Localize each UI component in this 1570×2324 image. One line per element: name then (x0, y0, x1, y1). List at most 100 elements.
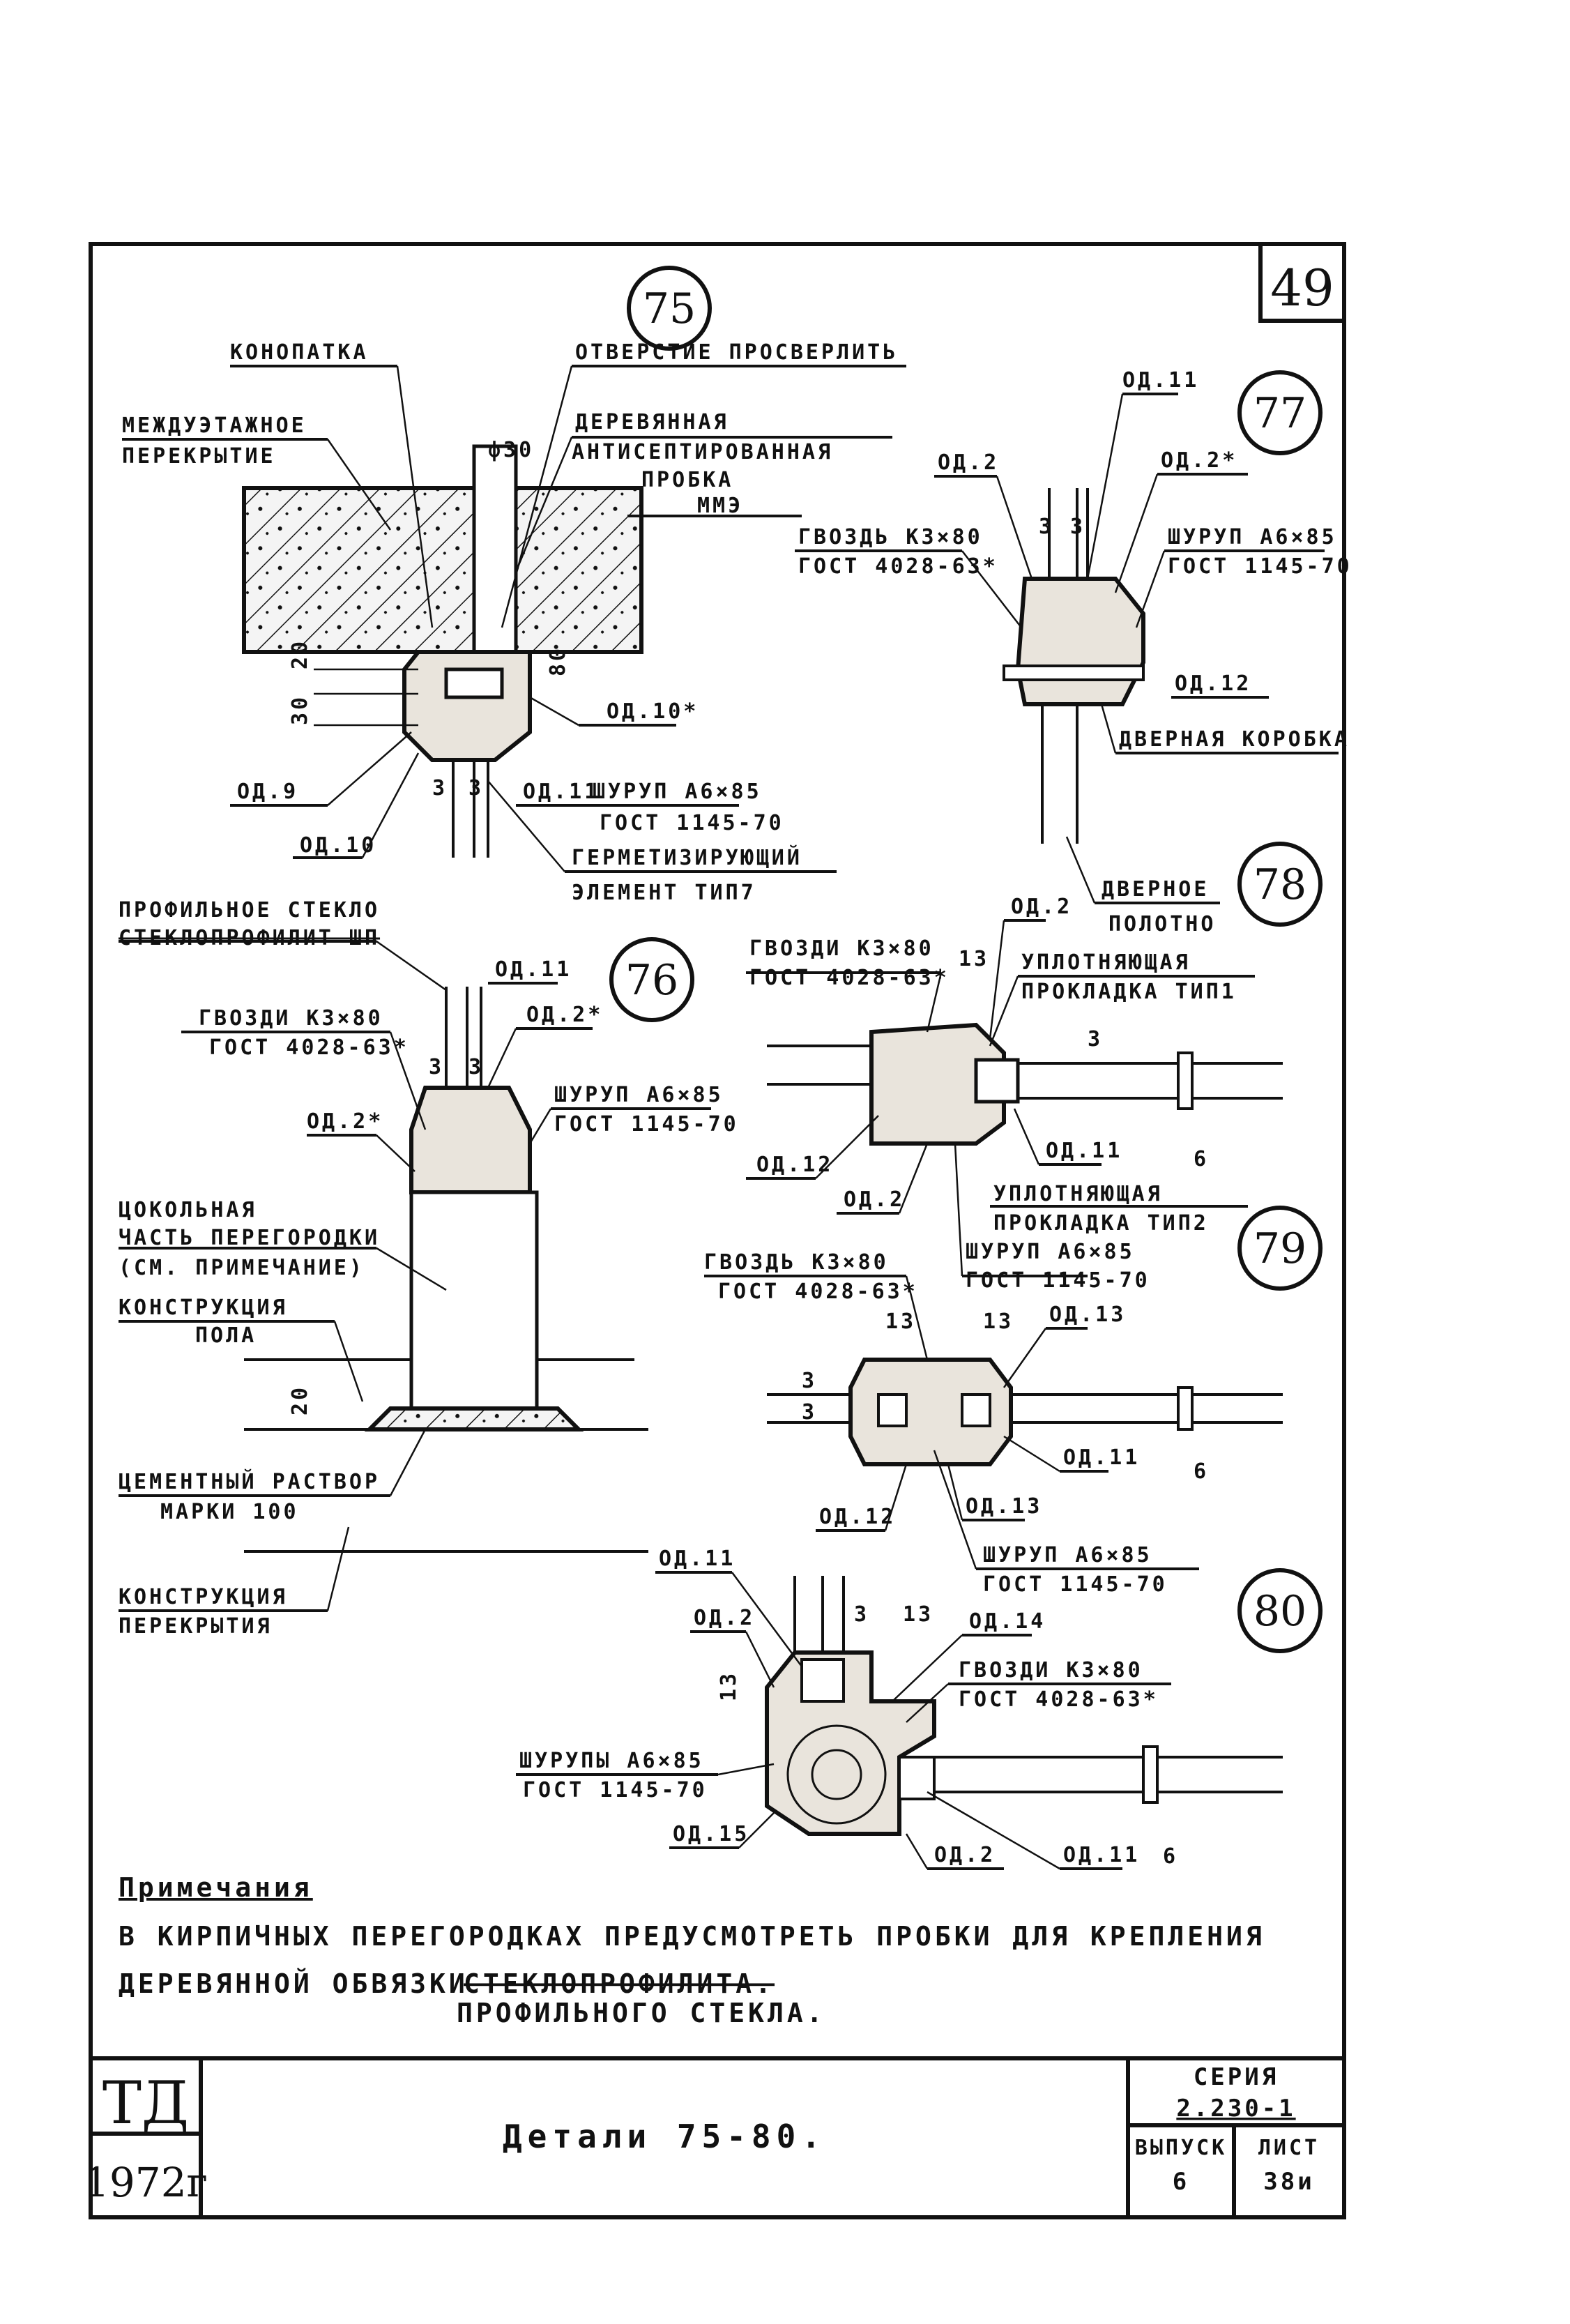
label-75-konopatka: КОНОПАТКА (230, 340, 369, 365)
label-79-screw-gost: ГОСТ 1145-70 (983, 1572, 1168, 1597)
series-label: СЕРИЯ (1194, 2063, 1279, 2091)
label-79-od11: ОД.11 (1063, 1445, 1140, 1470)
detail-77: 77 ОД.11 ОД.2 ОД.2* ГВОЗДЬ К3×80 ГОСТ 40… (795, 368, 1352, 936)
issue-value: 6 (1173, 2168, 1189, 2196)
label-75-plug-3: ПРОБКА (641, 468, 733, 492)
dim-80-13a: 13 (903, 1602, 933, 1627)
dim-80-13b: 13 (717, 1671, 741, 1701)
sheet-value: 38и (1263, 2168, 1314, 2196)
label-76-plinth-3: (СМ. ПРИМЕЧАНИЕ) (119, 1256, 365, 1280)
wood-profile-76 (409, 1086, 532, 1194)
label-77-nail: ГВОЗДЬ К3×80 (798, 525, 983, 549)
dim-76-20: 20 (288, 1385, 312, 1415)
detail-77-marker (1237, 370, 1323, 455)
label-75-od11: ОД.11 (523, 780, 600, 804)
dim-75-80: 80 (546, 646, 570, 676)
detail-77-number: 77 (1253, 389, 1306, 438)
label-80-od11a: ОД.11 (659, 1547, 736, 1571)
notes-line-3: ПРОФИЛЬНОГО СТЕКЛА. (457, 1998, 826, 2028)
label-80-od2b: ОД.2 (934, 1843, 996, 1867)
label-79-od13a: ОД.13 (1049, 1302, 1126, 1327)
label-75-slab-2: ПЕРЕКРЫТИЕ (122, 444, 276, 469)
dim-79-3b: 3 (802, 1400, 817, 1425)
notes-line-2a: ДЕРЕВЯННОЙ ОБВЯЗКИ (119, 1968, 468, 1999)
label-75-screw: ШУРУП А6×85 (593, 780, 762, 804)
label-78-nail-gost: ГОСТ 4028-63* (749, 966, 950, 990)
notes-line-1: В КИРПИЧНЫХ ПЕРЕГОРОДКАХ ПРЕДУСМОТРЕТЬ П… (119, 1921, 1265, 1952)
label-75-drill: ОТВЕРСТИЕ ПРОСВЕРЛИТЬ (575, 340, 898, 365)
label-78-od11: ОД.11 (1046, 1139, 1122, 1163)
detail-79: 79 ГВОЗДЬ К3×80 ГОСТ 4028-63* ОД.13 ОД.1… (704, 1206, 1323, 1597)
label-80-nail-gost: ГОСТ 4028-63* (959, 1687, 1159, 1712)
detail-75: 75 КОНОПАТКА ОТВЕРСТИЕ ПРОСВЕ (122, 266, 906, 905)
label-80-od15: ОД.15 (673, 1822, 749, 1846)
label-75-mms: ММЭ (697, 494, 743, 518)
dim-79-13a: 13 (885, 1309, 916, 1334)
label-80-nail: ГВОЗДИ К3×80 (959, 1658, 1143, 1683)
label-77-od12: ОД.12 (1175, 671, 1251, 696)
label-77-nail-gost: ГОСТ 4028-63* (798, 554, 998, 579)
label-76-slab-2: ПЕРЕКРЫТИЯ (119, 1614, 273, 1639)
dim-76-3b: 3 (468, 1055, 484, 1079)
dim-75-20: 20 (288, 639, 312, 669)
label-76-screw: ШУРУП А6×85 (554, 1083, 724, 1107)
dim-75-d30: ф30 (488, 438, 534, 462)
label-78-od12: ОД.12 (756, 1153, 833, 1177)
detail-76: 76 ПРОФИЛЬНОЕ СТЕКЛО СТЕКЛОПРОФИЛИТ ШП О (119, 898, 736, 1639)
label-78-gasket1-2: ПРОКЛАДКА ТИП1 (1021, 980, 1237, 1004)
detail-78: 78 ОД.2 ГВОЗДИ К3×80 ГОСТ 4028-63* УПЛОТ… (746, 842, 1323, 1293)
label-75-od10s: ОД.10* (607, 699, 699, 724)
plinth-wall (409, 1190, 539, 1411)
label-80-od2a: ОД.2 (694, 1606, 755, 1630)
label-79-od12: ОД.12 (819, 1505, 896, 1529)
label-78-gasket2-2: ПРОКЛАДКА ТИП2 (993, 1211, 1209, 1236)
dim-78-13: 13 (959, 947, 989, 971)
detail-80-number: 80 (1253, 1587, 1306, 1636)
sheet-frame (89, 242, 1346, 2219)
dim-79-3a: 3 (802, 1369, 817, 1393)
label-78-od2: ОД.2 (1011, 895, 1072, 919)
dim-78-6: 6 (1194, 1147, 1209, 1171)
wood-profile-78 (869, 1022, 1006, 1146)
dim-78-3: 3 (1088, 1027, 1103, 1051)
label-77-screw-gost: ГОСТ 1145-70 (1168, 554, 1352, 579)
title-block: ТД 1972г Детали 75-80. СЕРИЯ 2.230-1 ВЫП… (84, 2063, 1317, 2206)
label-78-nail: ГВОЗДИ К3×80 (749, 936, 934, 961)
page-number-box (1258, 242, 1346, 323)
label-75-plug-1: ДЕРЕВЯННАЯ (575, 410, 729, 434)
label-75-screw-gost: ГОСТ 1145-70 (600, 811, 784, 835)
detail-76-number: 76 (625, 956, 678, 1005)
label-80-od14: ОД.14 (969, 1609, 1046, 1634)
label-76-od2s-b: ОД.2* (307, 1109, 383, 1134)
label-76-od2s-a: ОД.2* (526, 1003, 603, 1027)
label-76-plinth-1: ЦОКОЛЬНАЯ (119, 1198, 257, 1222)
label-80-screws-gost: ГОСТ 1145-70 (523, 1778, 708, 1802)
dim-79-6: 6 (1194, 1459, 1209, 1484)
dim-80-6: 6 (1163, 1844, 1178, 1869)
label-77-door-frame: ДВЕРНАЯ КОРОБКА (1119, 727, 1350, 752)
issue-label: ВЫПУСК (1135, 2136, 1227, 2160)
label-78-gasket1-1: УПЛОТНЯЮЩАЯ (1021, 950, 1191, 975)
dim-75-3b: 3 (468, 776, 484, 800)
detail-80: 80 ОД.11 ОД.2 ОД.14 ГВОЗДИ К3×80 ГОСТ 40… (516, 1547, 1323, 1870)
label-76-nail-gost: ГОСТ 4028-63* (209, 1035, 409, 1060)
label-76-mortar-1: ЦЕМЕНТНЫЙ РАСТВОР (119, 1469, 380, 1494)
label-76-mortar-2: МАРКИ 100 (160, 1500, 299, 1524)
detail-75-number: 75 (643, 284, 696, 333)
stamp-td: ТД (102, 2069, 189, 2137)
label-77-door-leaf-1: ДВЕРНОЕ (1102, 877, 1209, 902)
label-78-screw: ШУРУП А6×85 (966, 1240, 1135, 1264)
label-80-screws: ШУРУПЫ А6×85 (519, 1749, 704, 1773)
dim-77-3b: 3 (1070, 515, 1085, 539)
label-75-seal-1: ГЕРМЕТИЗИРУЮЩИЙ (572, 845, 802, 870)
label-75-plug-2: АНТИСЕПТИРОВАННАЯ (572, 440, 833, 464)
wood-profile-80 (765, 1650, 936, 1836)
label-77-od11: ОД.11 (1122, 368, 1199, 393)
label-80-od11b: ОД.11 (1063, 1843, 1140, 1867)
label-76-plinth-2: ЧАСТЬ ПЕРЕГОРОДКИ (119, 1226, 380, 1250)
dim-79-13b: 13 (983, 1309, 1014, 1334)
detail-80-marker (1237, 1568, 1323, 1653)
label-76-nail: ГВОЗДИ К3×80 (199, 1006, 383, 1031)
detail-78-marker (1237, 842, 1323, 927)
